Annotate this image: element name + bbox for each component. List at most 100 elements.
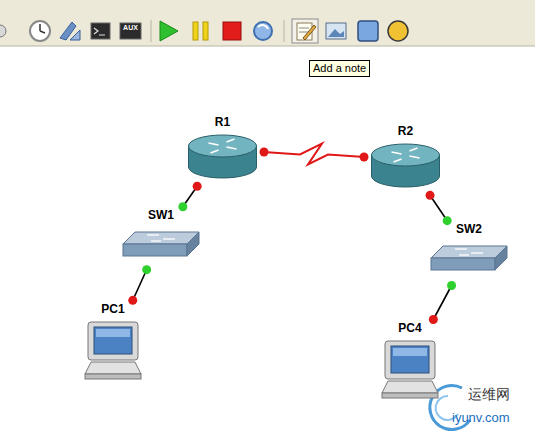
aux-text: AUX	[120, 24, 141, 31]
router-arrow	[209, 143, 219, 145]
toolbar-icon	[70, 30, 80, 40]
stop-icon	[223, 22, 241, 40]
note-line	[299, 28, 309, 29]
clock-hand	[39, 24, 41, 31]
router-arrow	[410, 156, 420, 158]
router-arrow	[227, 139, 235, 142]
ethernet-link	[181, 183, 200, 210]
ethernet-link	[431, 282, 453, 323]
switch-arrow	[471, 252, 483, 253]
pc-node: PC4	[377, 323, 443, 403]
reload-icon	[254, 22, 272, 40]
port-status-dot	[426, 191, 435, 200]
toolbar-separator	[284, 20, 285, 42]
console-icon	[91, 23, 110, 39]
pc-symbol	[80, 304, 146, 384]
router-arrow	[394, 159, 402, 162]
pencil-icon	[303, 25, 316, 40]
router-top	[372, 144, 440, 166]
rectangle-tool-icon	[358, 21, 378, 41]
toolbar-border	[0, 46, 535, 47]
port-status-dot	[142, 265, 151, 274]
switch-front	[123, 244, 187, 256]
device-label: PC1	[80, 302, 146, 316]
link-group	[128, 265, 151, 305]
console-prompt	[94, 28, 98, 34]
pause-icon	[203, 22, 208, 40]
toolbar	[0, 0, 535, 46]
pc-base	[382, 381, 438, 393]
pc-base	[85, 362, 141, 374]
pc-base	[85, 374, 141, 379]
switch-arrow	[151, 240, 161, 241]
pc-screen	[94, 327, 132, 354]
watermark-text: 运维网	[468, 386, 510, 404]
switch-top	[431, 246, 507, 258]
router-arrow	[211, 150, 219, 153]
router-top	[189, 135, 257, 157]
device-label: SW1	[116, 208, 206, 222]
router-arrow	[392, 152, 402, 154]
ellipse-tool-icon	[388, 21, 408, 41]
device-label: SW2	[428, 222, 510, 236]
pc-monitor	[385, 341, 435, 379]
switch-top	[123, 232, 199, 244]
watermark-url: iyunv.com	[452, 410, 510, 425]
ethernet-link	[131, 266, 148, 304]
serial-link	[260, 144, 368, 165]
router-arrow	[227, 147, 237, 149]
device-label: PC4	[377, 321, 443, 335]
switch-arrow	[147, 234, 159, 235]
pc-symbol	[377, 323, 443, 403]
console-prompt	[99, 35, 105, 36]
switch-side	[187, 232, 199, 256]
port-status-dot	[443, 216, 452, 225]
device-label: R1	[185, 115, 260, 129]
pc-monitor	[88, 322, 138, 360]
image-icon	[328, 29, 344, 37]
toolbar-separator	[151, 20, 152, 42]
port-status-dot	[178, 202, 187, 211]
aux-icon	[120, 23, 141, 39]
router-node: R1	[185, 117, 260, 183]
router-node: R2	[368, 126, 443, 192]
clock-icon	[30, 21, 50, 41]
switch-front	[431, 258, 495, 270]
device-label: R2	[368, 124, 443, 138]
switch-node: SW1	[116, 210, 206, 266]
port-status-dot	[259, 148, 268, 157]
pc-base	[382, 393, 438, 398]
clock-hand	[40, 31, 45, 33]
link-group	[178, 182, 201, 211]
switch-arrow	[459, 254, 469, 255]
image-icon	[326, 23, 346, 39]
port-status-dot	[193, 182, 202, 191]
router-arrow	[410, 148, 418, 151]
pause-icon	[193, 22, 198, 40]
ethernet-link	[428, 192, 450, 224]
switch-arrow	[163, 238, 175, 239]
reload-arrow	[258, 25, 268, 29]
link-group	[259, 144, 368, 165]
port-status-dot	[429, 315, 438, 324]
toolbar-icon	[0, 25, 6, 37]
pc-screen	[391, 346, 429, 373]
note-button	[292, 19, 318, 43]
link-group	[426, 191, 452, 225]
pc-screen-glare	[96, 329, 130, 337]
switch-node: SW2	[428, 224, 510, 282]
port-status-dot	[360, 152, 369, 161]
switch-arrow	[455, 248, 467, 249]
switch-side	[495, 246, 507, 270]
start-icon	[160, 21, 178, 41]
port-status-dot	[128, 296, 137, 305]
pc-screen-glare	[393, 348, 427, 356]
tooltip: Add a note	[309, 60, 370, 77]
pc-node: PC1	[80, 304, 146, 384]
port-status-dot	[447, 281, 456, 290]
